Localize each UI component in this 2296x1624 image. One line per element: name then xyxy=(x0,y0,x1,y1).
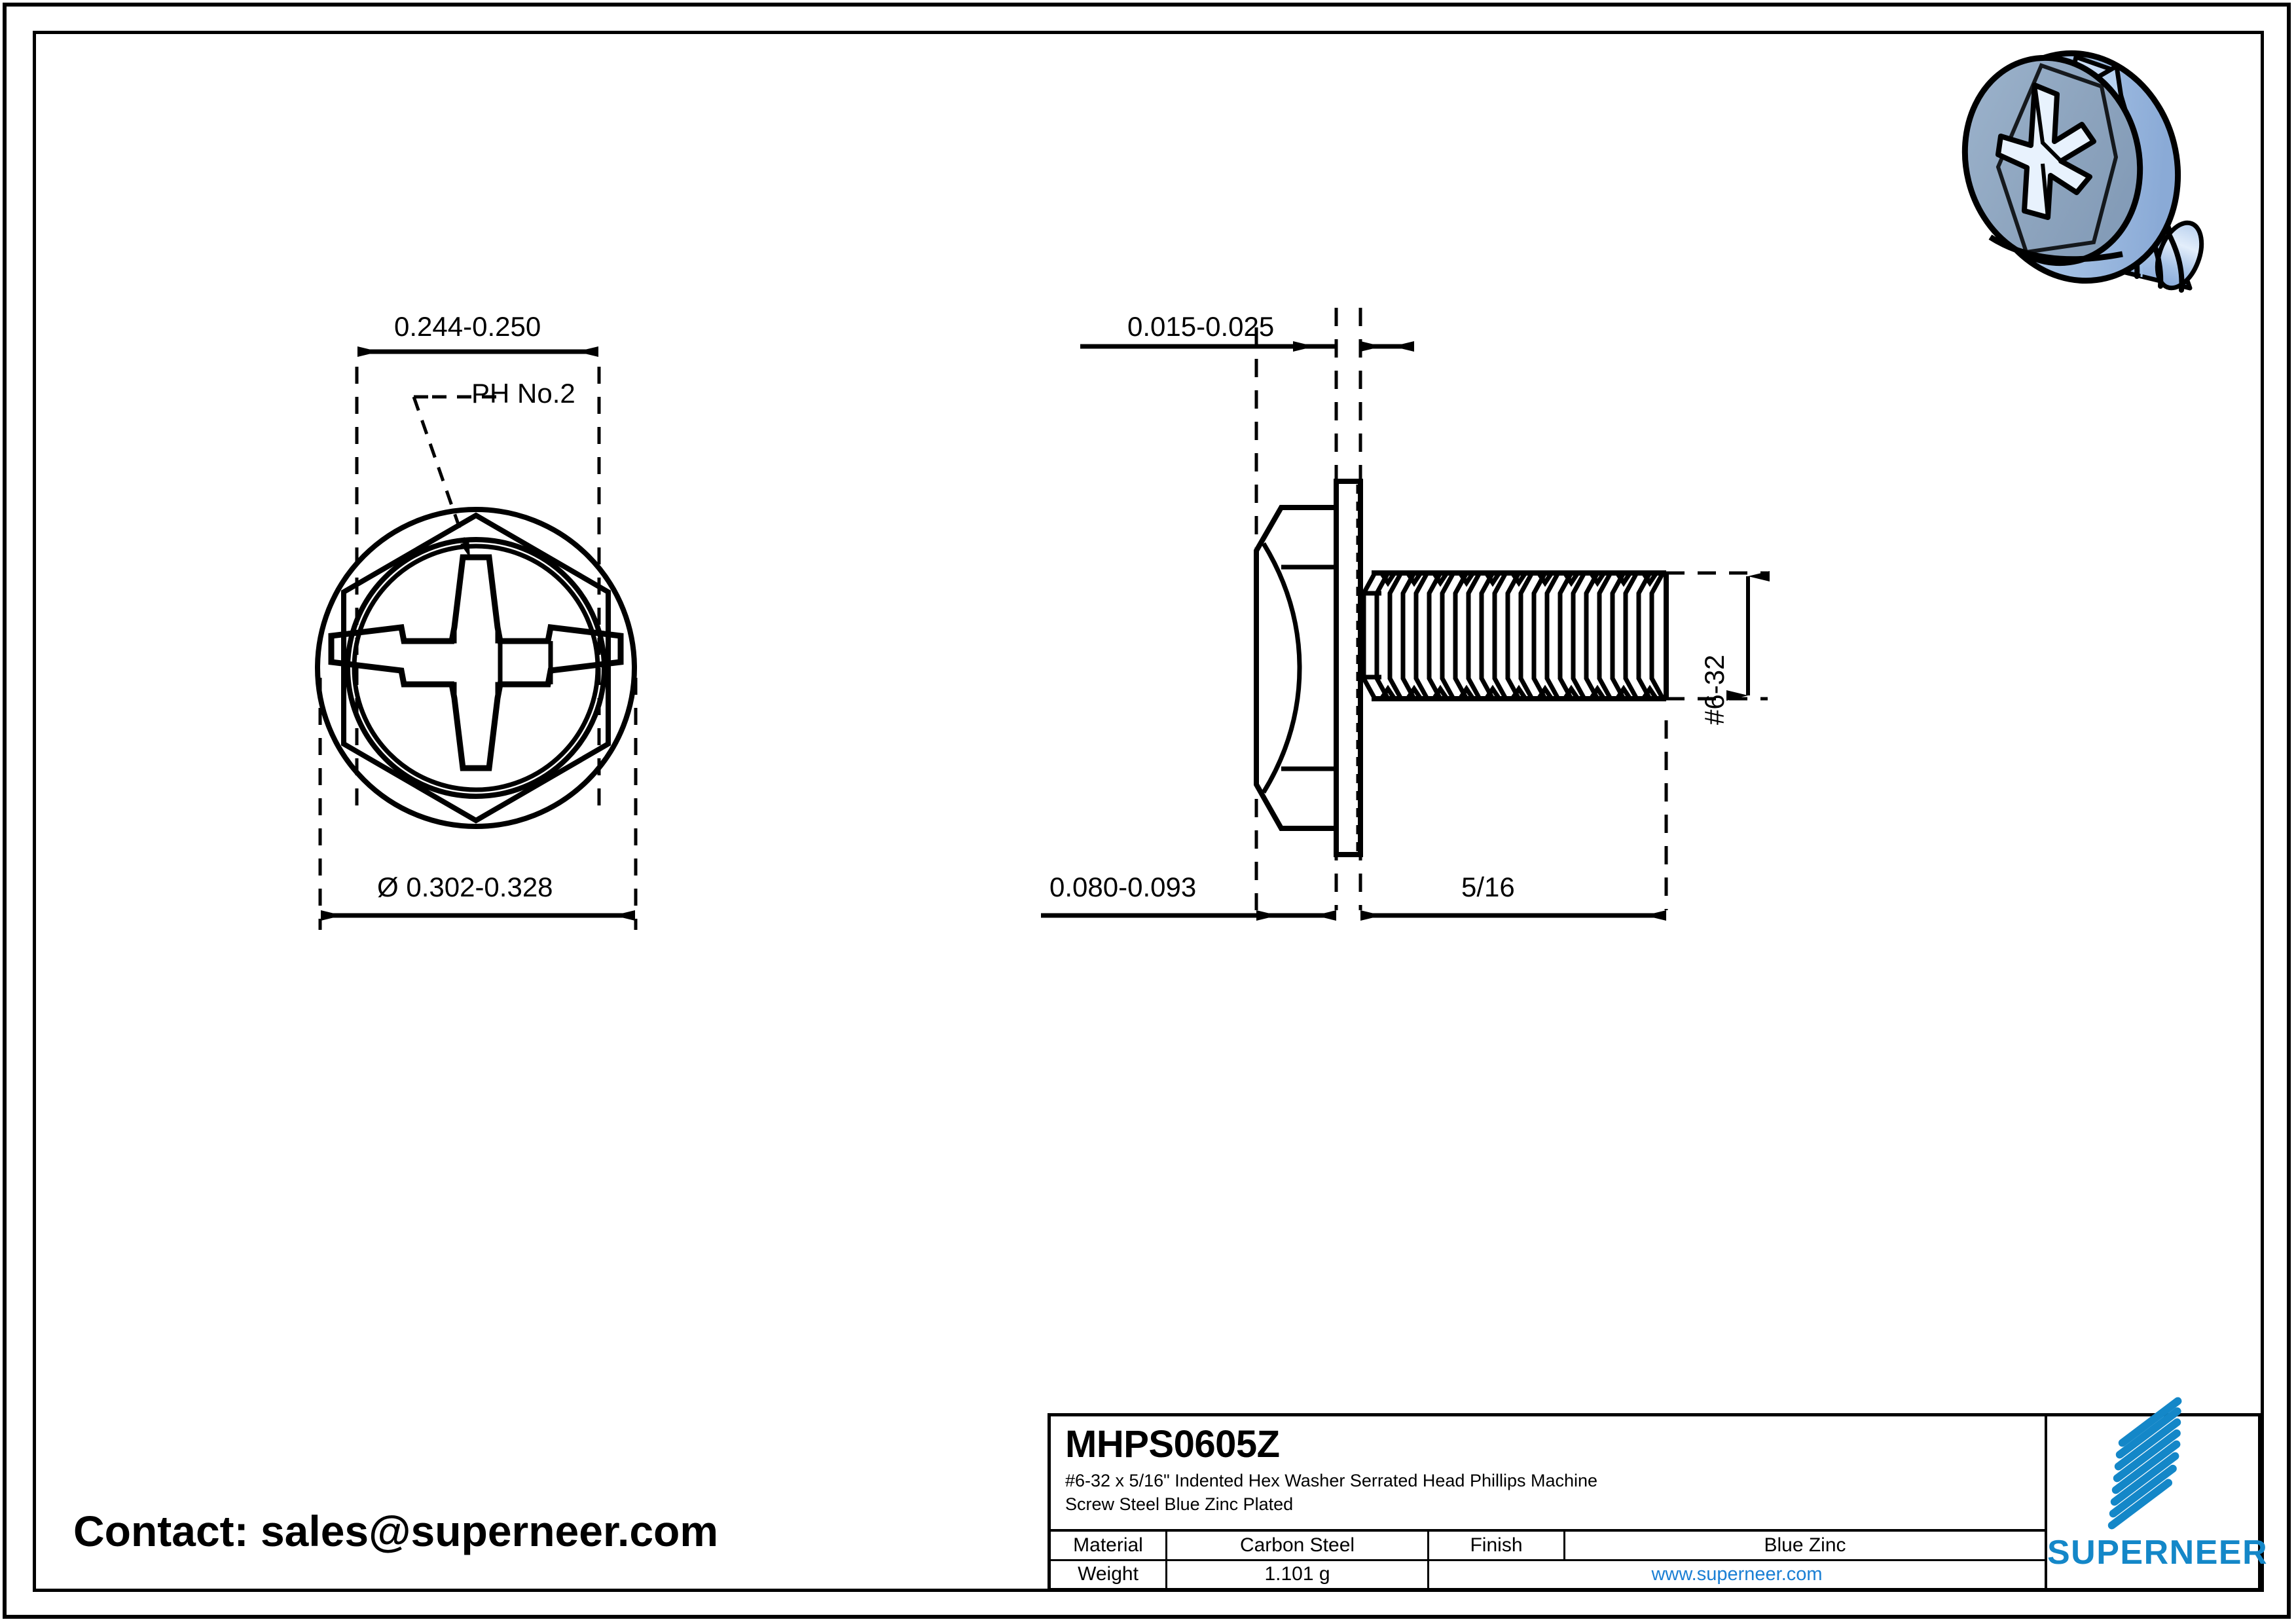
material-label: Material xyxy=(1051,1532,1167,1559)
head-indent-circle-inner xyxy=(352,544,600,792)
title-block-left: MHPS0605Z #6-32 x 5/16" Indented Hex Was… xyxy=(1051,1416,2047,1588)
phillips-corner-br xyxy=(495,682,500,698)
annotation-label-drive-type: PH No.2 xyxy=(471,378,575,409)
isometric-screw-render xyxy=(1961,50,2204,293)
front-view-group xyxy=(315,346,638,930)
thread-flank-group xyxy=(1374,572,1652,700)
head-indent-circle-outer xyxy=(345,537,607,799)
render-head-face xyxy=(1961,54,2143,267)
phillips-corner-tl xyxy=(452,627,457,644)
company-logo: SUPERNEER xyxy=(2047,1395,2269,1588)
washer-outer-circle xyxy=(315,507,637,829)
thread-helix-group xyxy=(1361,572,1666,700)
material-value: Carbon Steel xyxy=(1167,1532,1429,1559)
render-flange-rim-edge xyxy=(1988,234,2123,263)
finish-value: Blue Zinc xyxy=(1764,1534,1846,1556)
title-block: MHPS0605Z #6-32 x 5/16" Indented Hex Was… xyxy=(1048,1395,2267,1591)
weight-value: 1.101 g xyxy=(1167,1560,1429,1588)
washer-flange-outline xyxy=(1334,479,1363,857)
spec-row-weight: Weight 1.101 g www.superneer.com xyxy=(1051,1560,2045,1588)
spec-row-material: Material Carbon Steel Finish Blue Zinc xyxy=(1051,1532,2045,1561)
sheet-outer-border xyxy=(3,3,2291,1619)
spec-table: Material Carbon Steel Finish Blue Zinc W… xyxy=(1051,1532,2045,1588)
phillips-corner-bl xyxy=(452,682,457,698)
dimension-label-shank-length: 5/16 xyxy=(1461,872,1515,902)
title-block-description-area: MHPS0605Z #6-32 x 5/16" Indented Hex Was… xyxy=(1051,1416,2045,1532)
website-link[interactable]: www.superneer.com xyxy=(1651,1563,1823,1585)
dimension-label-thread-size: #6-32 xyxy=(1699,654,1730,725)
finish-label: Finish xyxy=(1429,1532,1565,1559)
head-chamfer-arc xyxy=(1262,542,1302,794)
side-view-group xyxy=(1041,308,1770,921)
phillips-corner-tr xyxy=(495,627,500,644)
dimension-label-washer-thickness: 0.015-0.025 xyxy=(1127,311,1275,342)
part-description: #6-32 x 5/16" Indented Hex Washer Serrat… xyxy=(1065,1471,1598,1514)
contact-text: Contact: sales@superneer.com xyxy=(73,1507,719,1555)
superneer-wordmark: SUPERNEER xyxy=(2047,1534,2269,1572)
dimension-label-head-diameter: Ø 0.302-0.328 xyxy=(377,872,553,902)
thread-vee-group xyxy=(1379,572,1658,700)
superneer-mark-icon xyxy=(2105,1395,2199,1531)
weight-label: Weight xyxy=(1051,1560,1167,1588)
part-number: MHPS0605Z xyxy=(1065,1423,1280,1466)
dimension-label-recess-width: 0.244-0.250 xyxy=(394,311,541,342)
dimension-label-head-height: 0.080-0.093 xyxy=(1049,872,1197,902)
hex-head-outline xyxy=(341,512,611,824)
leader-line-ph-pointer xyxy=(412,396,472,559)
